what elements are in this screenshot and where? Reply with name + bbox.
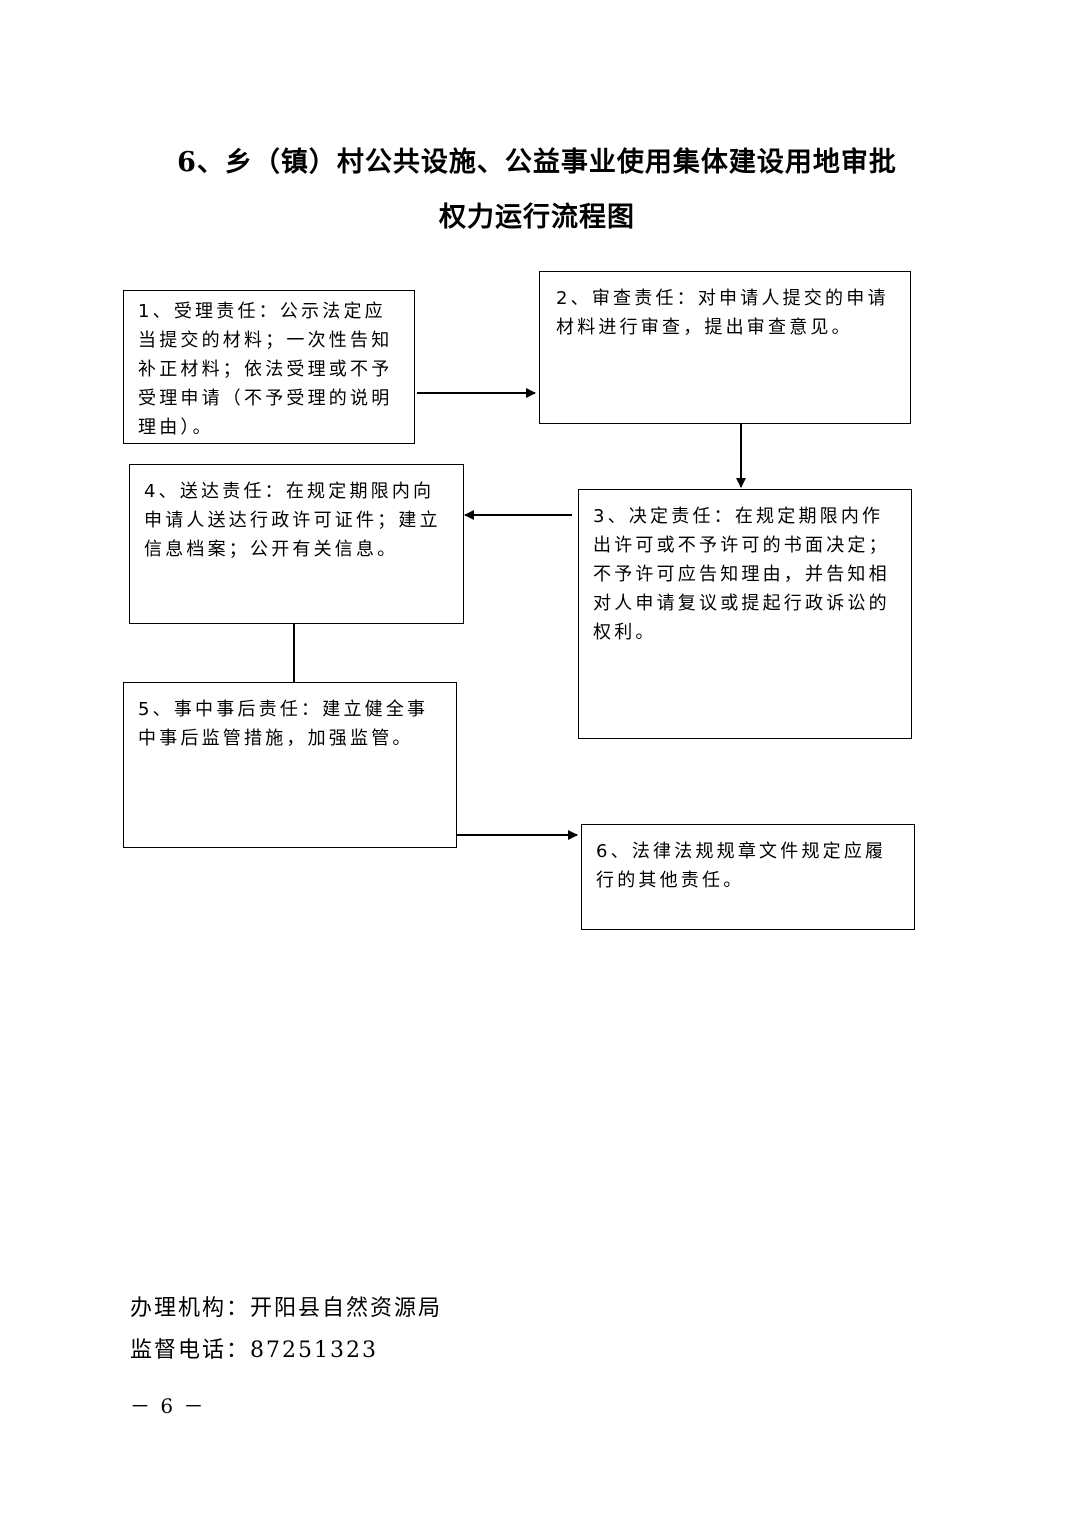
handling-agency: 办理机构：开阳县自然资源局: [130, 1296, 443, 1321]
step-6-other-box: 6、法律法规规章文件规定应履行的其他责任。: [581, 824, 915, 930]
step-1-acceptance-box: 1、受理责任：公示法定应当提交的材料；一次性告知补正材料；依法受理或不予受理申请…: [123, 290, 415, 444]
step-4-delivery-box: 4、送达责任：在规定期限内向申请人送达行政许可证件；建立信息档案；公开有关信息。: [129, 464, 464, 624]
page-number: － 6 －: [130, 1394, 206, 1418]
supervision-phone: 监督电话：87251323: [130, 1338, 378, 1363]
page-title-line1: 6、乡（镇）村公共设施、公益事业使用集体建设用地审批: [177, 147, 897, 178]
page-title-line2: 权力运行流程图: [439, 202, 635, 233]
step-5-supervision-box: 5、事中事后责任：建立健全事中事后监管措施，加强监管。: [123, 682, 457, 848]
step-2-review-box: 2、审查责任：对申请人提交的申请材料进行审查，提出审查意见。: [539, 271, 911, 424]
step-3-decision-box: 3、决定责任：在规定期限内作出许可或不予许可的书面决定；不予许可应告知理由，并告…: [578, 489, 912, 739]
